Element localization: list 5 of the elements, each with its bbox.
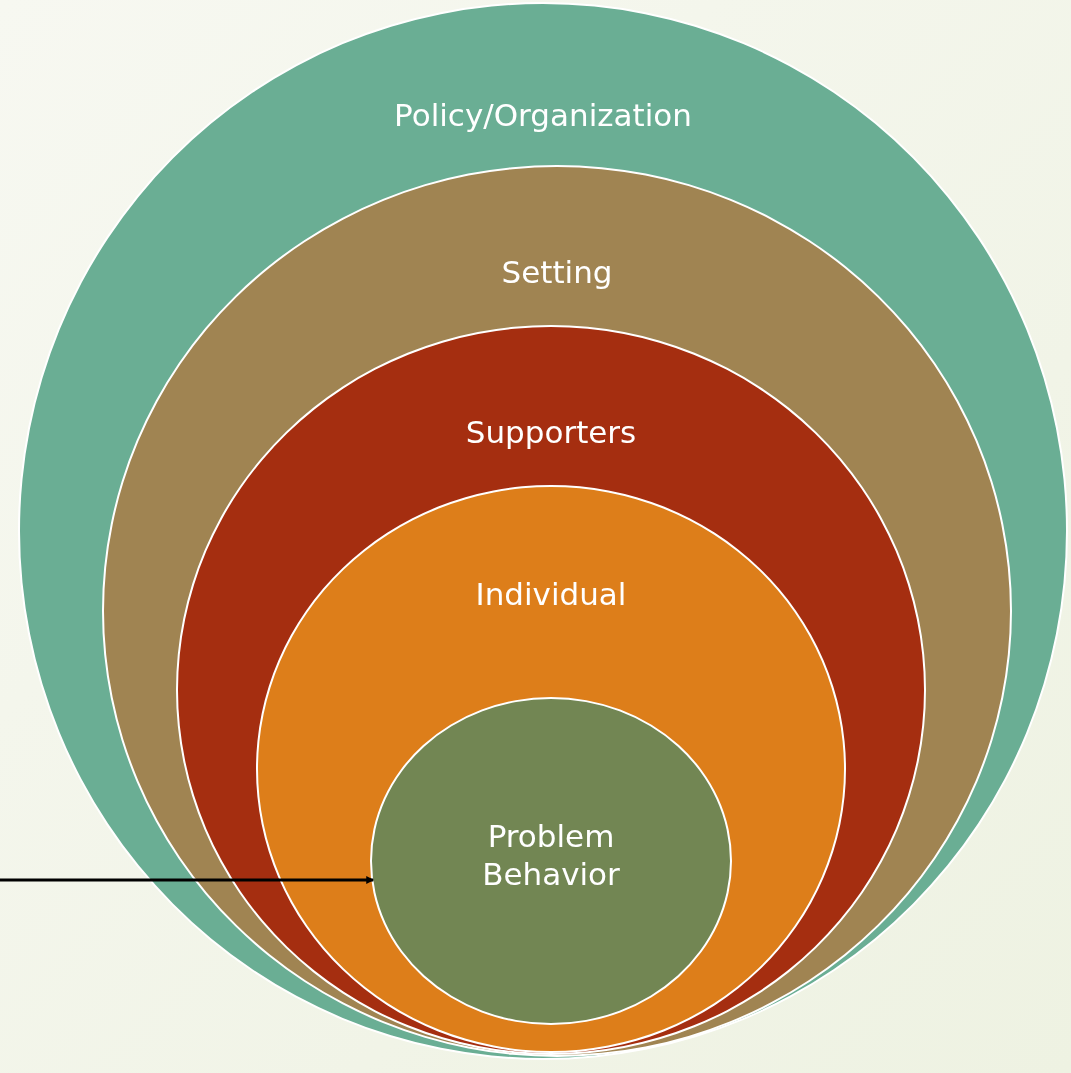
ring-label: Supporters	[465, 413, 637, 451]
ring-label: Setting	[501, 253, 613, 291]
ring-label: Problem Behavior	[481, 817, 621, 893]
ring-label: Individual	[475, 575, 627, 613]
ring-label: Policy/Organization	[394, 96, 692, 134]
